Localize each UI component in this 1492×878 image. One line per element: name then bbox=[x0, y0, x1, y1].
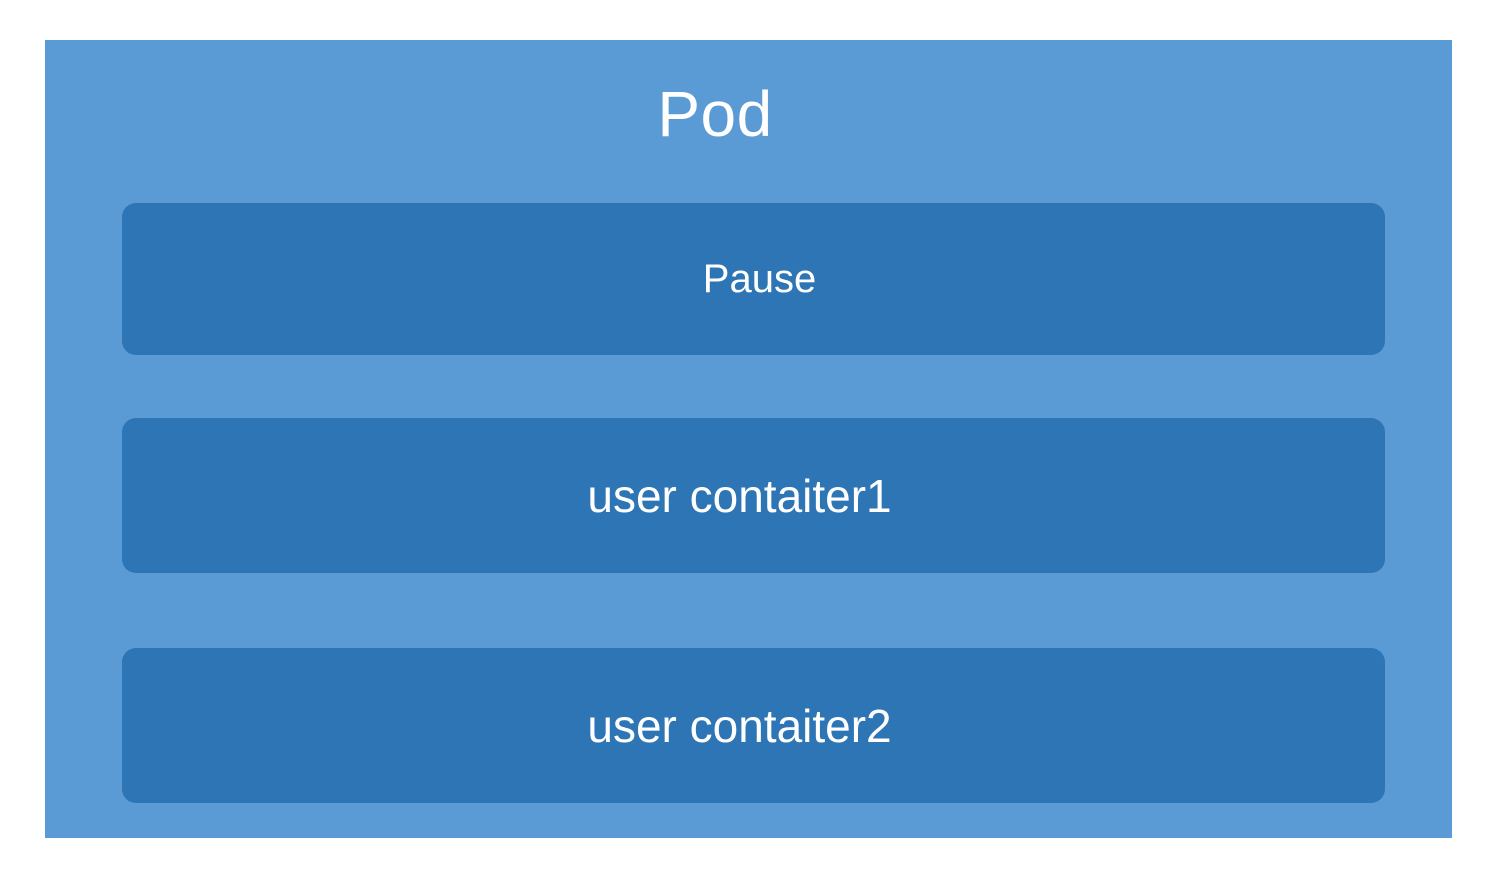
container-label-user-container-2: user contaiter2 bbox=[587, 699, 892, 752]
container-label-user-container-1: user contaiter1 bbox=[587, 469, 892, 522]
pod-outer-box: Pod Pause user contaiter1 user contaiter… bbox=[45, 40, 1452, 838]
container-box-user-container-1: user contaiter1 bbox=[122, 418, 1385, 573]
container-box-pause: Pause bbox=[122, 203, 1385, 355]
container-box-user-container-2: user contaiter2 bbox=[122, 648, 1385, 803]
pod-title: Pod bbox=[657, 78, 773, 150]
container-label-pause: Pause bbox=[702, 257, 817, 301]
